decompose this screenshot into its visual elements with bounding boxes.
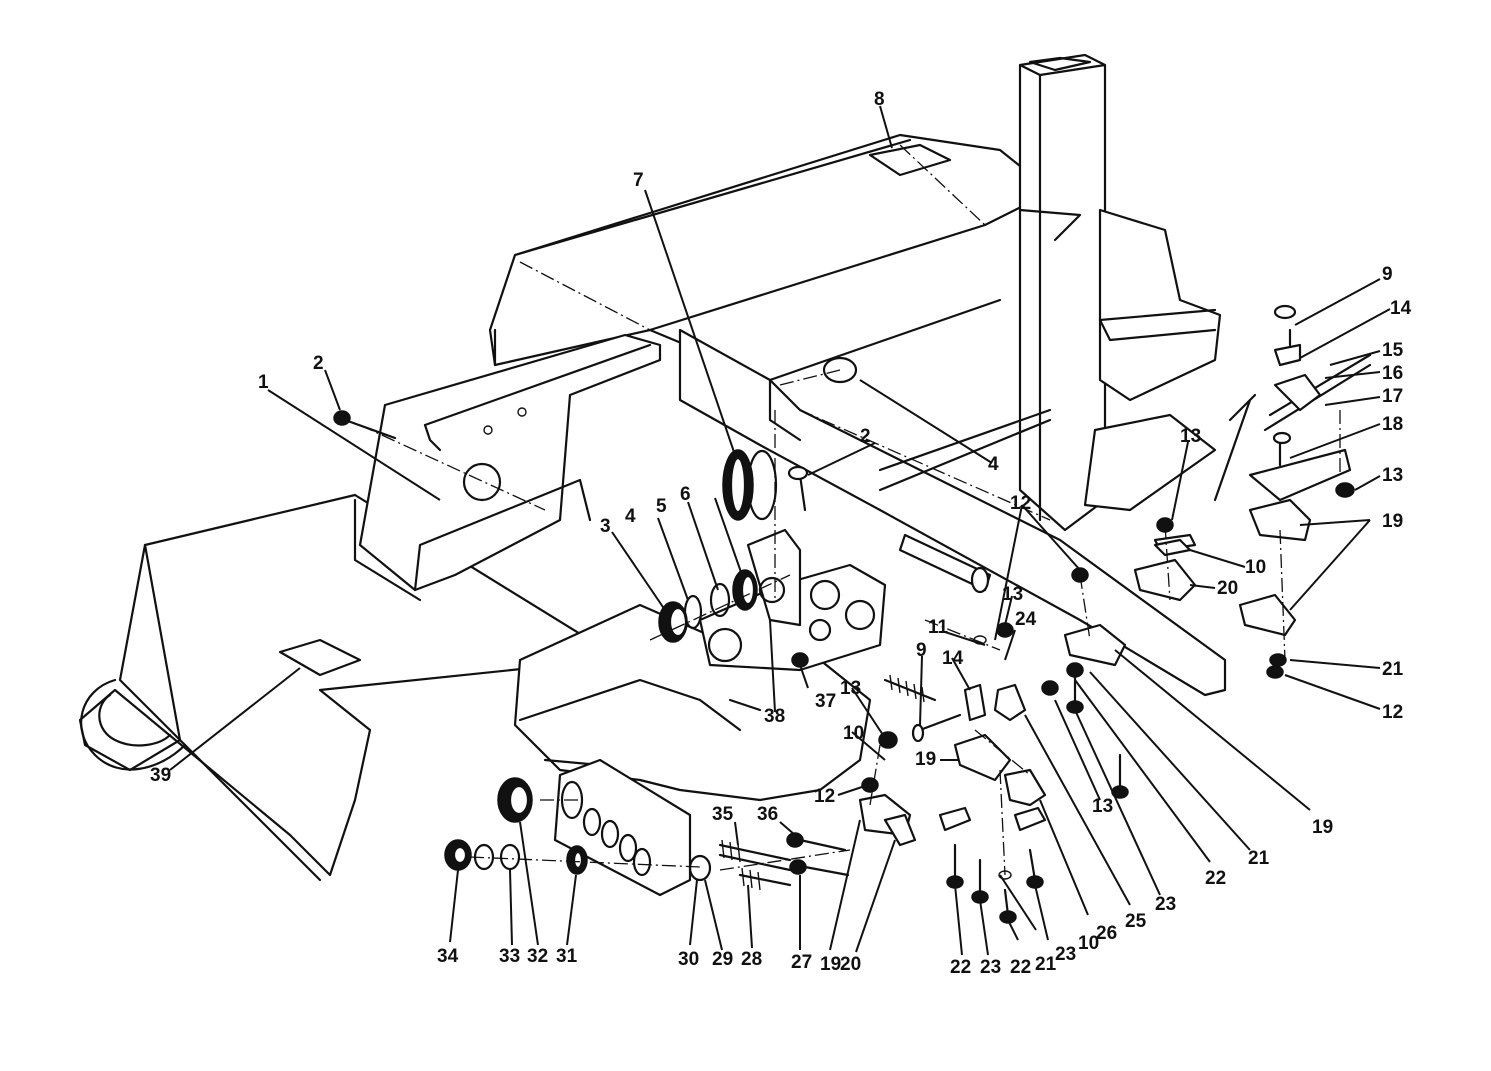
callout-13a: 13 [1180, 426, 1201, 447]
callout-22b: 22 [950, 957, 971, 978]
leader-lines [169, 105, 1391, 956]
center-mount-block [698, 528, 887, 672]
right-shaft-assembly [1248, 304, 1372, 502]
callout-35: 35 [712, 804, 734, 825]
centerlines [359, 369, 1341, 876]
callout-16: 16 [1382, 363, 1403, 384]
callout-21a: 21 [1382, 659, 1404, 680]
callout-21c: 21 [1035, 954, 1057, 975]
callout-21b: 21 [1248, 848, 1270, 869]
rear-housing [488, 133, 1027, 382]
upper-left-bracket [358, 333, 662, 592]
callout-22a: 22 [1205, 868, 1226, 889]
callout-23b: 23 [980, 957, 1001, 978]
callout-13e: 13 [1092, 796, 1113, 817]
callout-2a: 2 [313, 353, 324, 374]
callout-19d: 19 [820, 954, 841, 975]
callout-37: 37 [815, 691, 836, 712]
callout-19a: 19 [1382, 511, 1403, 532]
callout-12a: 12 [1010, 493, 1031, 514]
callout-9a: 9 [1382, 264, 1393, 285]
frame-channel [678, 328, 1227, 697]
callout-14b: 14 [942, 648, 964, 669]
lower-shield [553, 758, 692, 897]
callout-10c: 10 [1078, 933, 1099, 954]
callout-7: 7 [633, 170, 644, 191]
callout-8: 8 [874, 89, 885, 110]
callout-14a: 14 [1390, 298, 1412, 319]
callout-10a: 10 [1245, 557, 1266, 578]
callout-36: 36 [757, 804, 778, 825]
callout-29: 29 [712, 949, 733, 970]
callout-3: 3 [600, 516, 611, 537]
callout-27: 27 [791, 952, 812, 973]
callout-18: 18 [1382, 414, 1403, 435]
callout-11: 11 [928, 617, 949, 638]
callout-6: 6 [680, 484, 691, 505]
callout-20a: 20 [1217, 578, 1238, 599]
callout-15: 15 [1382, 340, 1404, 361]
callout-26: 26 [1096, 923, 1117, 944]
callout-4a: 4 [625, 506, 636, 527]
callout-39: 39 [150, 765, 171, 786]
callout-5: 5 [656, 496, 667, 517]
callout-22c: 22 [1010, 957, 1031, 978]
callout-12c: 12 [814, 786, 835, 807]
callout-20b: 20 [840, 954, 861, 975]
callout-23c: 23 [1055, 944, 1076, 965]
callout-4b: 4 [988, 454, 999, 475]
callout-17: 17 [1382, 386, 1403, 407]
callout-32: 32 [527, 946, 548, 967]
callout-13d: 13 [840, 678, 861, 699]
callout-13b: 13 [1382, 465, 1403, 486]
callout-2b: 2 [860, 426, 871, 447]
callout-31: 31 [556, 946, 578, 967]
callout-34: 34 [437, 946, 459, 967]
callout-19c: 19 [915, 749, 936, 770]
vertical-post [1018, 53, 1257, 532]
callout-23a: 23 [1155, 894, 1176, 915]
callout-24: 24 [1015, 609, 1037, 630]
callout-1: 1 [258, 372, 269, 393]
callout-10b: 10 [843, 723, 864, 744]
callout-30: 30 [678, 949, 699, 970]
callout-25: 25 [1125, 911, 1147, 932]
callout-13c: 13 [1002, 584, 1023, 605]
callout-19b: 19 [1312, 817, 1333, 838]
callout-9b: 9 [916, 640, 927, 661]
callout-38: 38 [764, 706, 785, 727]
callout-28: 28 [741, 949, 762, 970]
callout-33: 33 [499, 946, 520, 967]
callouts: 1 2 2 3 4 4 5 6 7 8 9 9 10 10 10 11 12 1… [150, 89, 1412, 978]
callout-12b: 12 [1382, 702, 1403, 723]
clamp-blocks [858, 498, 1312, 847]
